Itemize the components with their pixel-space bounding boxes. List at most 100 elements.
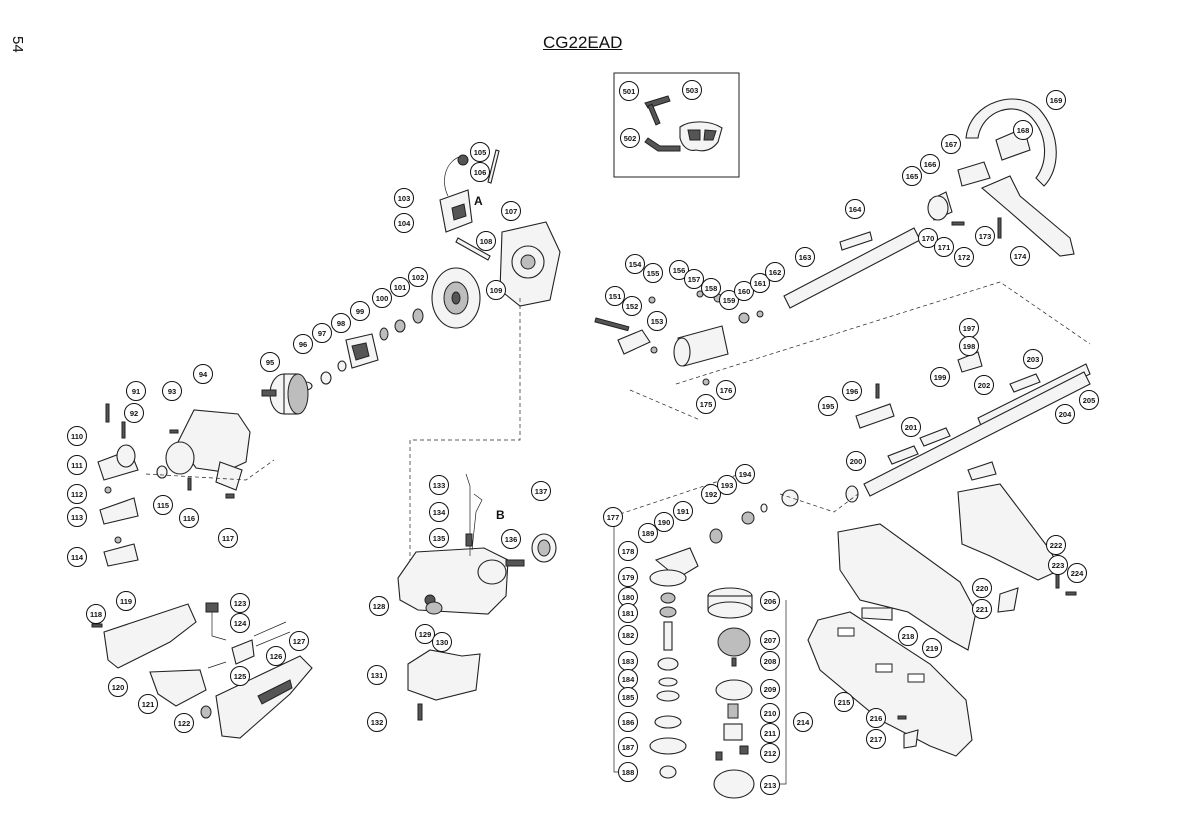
part-callout-circle [618, 567, 638, 587]
part-callout-circle [1048, 555, 1068, 575]
part-callout-circle [972, 578, 992, 598]
part-callout-circle [673, 501, 693, 521]
part-callout-123: 123 [230, 593, 250, 613]
part-callout-label: 118 [90, 610, 102, 619]
part-callout-label: 127 [293, 637, 306, 646]
part-callout-160: 160 [734, 281, 754, 301]
part-callout-176: 176 [716, 380, 736, 400]
part-callout-circle [638, 523, 658, 543]
part-callout-circle [618, 687, 638, 707]
part-callout-128: 128 [369, 596, 389, 616]
part-callout-label: 193 [721, 481, 734, 490]
part-callout-label: 130 [436, 638, 449, 647]
part-callout-circle [618, 712, 638, 732]
part-callout-circle [918, 228, 938, 248]
part-callout-label: 112 [71, 490, 83, 499]
part-callout-circle [408, 267, 428, 287]
protector-guard [807, 483, 1077, 757]
part-callout-circle [618, 541, 638, 561]
part-callout-circle [230, 666, 250, 686]
part-callout-circle [834, 692, 854, 712]
part-callout-circle [1046, 535, 1066, 555]
part-callout-125: 125 [230, 666, 250, 686]
part-callout-207: 207 [760, 630, 780, 650]
part-callout-circle [476, 231, 496, 251]
part-callout-circle [1010, 246, 1030, 266]
part-callout-103: 103 [394, 188, 414, 208]
part-callout-circle [1013, 120, 1033, 140]
part-callout-158: 158 [701, 278, 721, 298]
part-callout-label: 106 [474, 168, 487, 177]
part-callout-label: 132 [371, 718, 384, 727]
part-callout-circle [719, 290, 739, 310]
part-callout-label: 93 [168, 387, 176, 396]
part-callout-circle [901, 417, 921, 437]
part-callout-224: 224 [1067, 563, 1087, 583]
part-callout-circle [289, 631, 309, 651]
part-callout-label: 189 [642, 529, 655, 538]
part-callout-label: 172 [958, 253, 971, 262]
part-callout-216: 216 [866, 708, 886, 728]
part-callout-190: 190 [654, 512, 674, 532]
part-callout-label: 94 [199, 370, 208, 379]
part-callout-circle [260, 352, 280, 372]
part-callout-206: 206 [760, 591, 780, 611]
part-callout-label: 131 [371, 671, 384, 680]
part-callout-circle [842, 381, 862, 401]
part-callout-label: 173 [979, 232, 992, 241]
part-callout-157: 157 [684, 269, 704, 289]
part-callout-179: 179 [618, 567, 638, 587]
part-callout-circle [643, 263, 663, 283]
part-callout-197: 197 [959, 318, 979, 338]
connector-line [145, 459, 275, 481]
part-callout-circle [394, 188, 414, 208]
part-callout-label: 195 [822, 402, 835, 411]
part-callout-label: 199 [934, 373, 947, 382]
part-callout-circle [486, 280, 506, 300]
part-callout-circle [429, 528, 449, 548]
part-callout-label: 215 [838, 698, 851, 707]
part-callout-137: 137 [531, 481, 551, 501]
part-callout-171: 171 [934, 237, 954, 257]
part-callout-193: 193 [717, 475, 737, 495]
part-callout-circle [293, 334, 313, 354]
part-callout-circle [902, 166, 922, 186]
part-callout-172: 172 [954, 247, 974, 267]
part-callout-115: 115 [153, 495, 173, 515]
engine-crankcase [499, 221, 561, 307]
part-callout-120: 120 [108, 677, 128, 697]
part-callout-186: 186 [618, 712, 638, 732]
part-callout-label: 151 [609, 292, 622, 301]
connector-line [675, 281, 1091, 385]
part-callout-label: 110 [71, 432, 83, 441]
model-title: CG22EAD [543, 33, 623, 52]
part-callout-107: 107 [501, 201, 521, 221]
part-callout-177: 177 [603, 507, 623, 527]
part-callout-214: 214 [793, 712, 813, 732]
part-callout-circle [126, 381, 146, 401]
part-callout-circle [432, 632, 452, 652]
part-callout-130: 130 [432, 632, 452, 652]
part-callout-label: 166 [924, 160, 937, 169]
part-callout-108: 108 [476, 231, 496, 251]
part-callout-label: 212 [764, 749, 777, 758]
part-callout-circle [116, 591, 136, 611]
part-callout-label: 104 [398, 219, 411, 228]
clamp-parts-110-114 [97, 403, 235, 567]
part-callout-label: 114 [71, 553, 84, 562]
part-callout-circle [647, 311, 667, 331]
flywheel-109 [431, 267, 481, 329]
part-callout-circle [669, 260, 689, 280]
part-callout-label: 137 [535, 487, 548, 496]
part-callout-label: 174 [1014, 252, 1027, 261]
part-callout-94: 94 [193, 364, 213, 384]
part-callout-label: 170 [922, 234, 935, 243]
part-callout-195: 195 [818, 396, 838, 416]
part-callout-circle [470, 162, 490, 182]
part-callout-111: 111 [67, 455, 87, 475]
part-callout-circle [941, 134, 961, 154]
part-callout-210: 210 [760, 703, 780, 723]
part-callout-label: 501 [623, 87, 636, 96]
part-callout-label: 92 [130, 409, 138, 418]
safety-glasses-503 [679, 121, 723, 152]
